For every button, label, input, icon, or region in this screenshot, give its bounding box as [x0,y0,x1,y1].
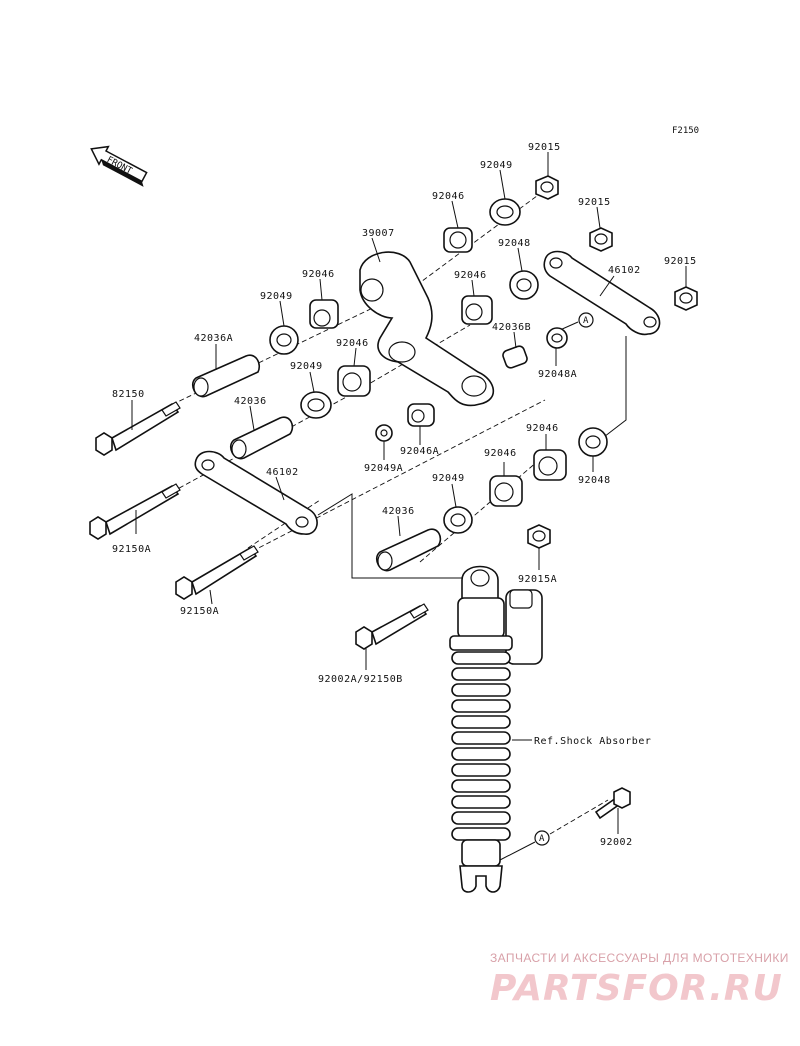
washer-92048-top [509,270,539,300]
label-82150: 82150 [112,389,145,400]
label-46102-right: 46102 [608,265,641,276]
label-92049-left: 92049 [260,291,293,302]
label-92046-right-lower: 92046 [526,423,559,434]
washer-92049-mid [300,391,332,419]
axis-upper-bolt [164,289,411,409]
axis-92002 [549,799,609,835]
sleeve-42036-lower [375,528,442,572]
bolt-92150A-upper [89,483,181,540]
nut-92015-top [535,175,559,200]
leader-lines [131,152,687,834]
label-92150A-upper: 92150A [112,544,151,555]
leader-marker-a-bottom [499,841,536,861]
bushing-92046A [407,403,435,427]
bolt-82150 [95,401,181,456]
label-42036-lower: 42036 [382,506,415,517]
label-92048-right: 92048 [578,475,611,486]
leader-marker-a-top [559,321,579,331]
watermark-logo: PARTSFOR.RU [490,968,783,1009]
label-42036-upper: 42036 [234,396,267,407]
label-92048A: 92048A [538,369,577,380]
label-92046-center: 92046 [454,270,487,281]
label-92049-bottom: 92049 [432,473,465,484]
label-92015-right: 92015 [664,256,697,267]
bushing-92046-lower [337,365,371,397]
axis-shock-top [419,454,546,563]
bushing-92046-top [443,227,473,253]
watermark: ЗАПЧАСТИ И АКСЕССУАРЫ ДЛЯ МОТОТЕХНИКИ PA… [490,951,789,1009]
label-92046A: 92046A [400,446,439,457]
svg-text:A: A [539,834,545,844]
bushing-92046-right-lower [533,449,567,481]
label-92049A: 92049A [364,463,403,474]
diagram-code: F2150 [672,126,699,136]
front-arrow-icon: FRONT [90,145,148,187]
link-46102-left [194,450,318,535]
label-ref-shock-absorber: Ref.Shock Absorber [534,736,651,747]
watermark-tagline: ЗАПЧАСТИ И АКСЕССУАРЫ ДЛЯ МОТОТЕХНИКИ [490,951,789,965]
shock-spring [451,651,511,841]
label-92015-mid: 92015 [578,197,611,208]
washer-92049-left [269,325,299,355]
washer-92049A [375,424,393,442]
leader-link-to-92048 [599,336,627,441]
washer-92048-right [578,427,608,457]
washer-92048A [546,327,568,349]
axis-upper-right [409,189,546,291]
label-92048-top: 92048 [498,238,531,249]
bolt-92002 [594,787,631,820]
collar-42036B [502,345,528,369]
marker-a-bottom: A [534,830,550,846]
bushing-92046-bottom [489,475,523,507]
label-92046-top: 92046 [432,191,465,202]
rocker-arm-39007 [359,251,495,407]
part-labels: 92015 92049 92015 92046 39007 92048 9201… [112,142,697,848]
bushing-92046-left [309,299,339,329]
label-92002A-92150B: 92002A/92150B [318,674,403,685]
label-92015A: 92015A [518,574,557,585]
axis-mid-right [349,324,471,396]
sleeve-42036-upper [229,416,294,460]
nut-92015-right [674,286,698,311]
label-46102-left: 46102 [266,467,299,478]
label-39007: 39007 [362,228,395,239]
label-92049-top: 92049 [480,160,513,171]
shock-absorber [449,565,543,893]
label-92002: 92002 [600,837,633,848]
label-92046-lower: 92046 [336,338,369,349]
leader-link-to-shock [317,493,462,579]
bolt-92150A-lower [175,545,259,600]
bolt-92002A-92150B [355,603,429,650]
sleeve-42036A [191,354,261,398]
label-92049-mid: 92049 [290,361,323,372]
label-92015-top: 92015 [528,142,561,153]
bushing-92046-center [461,295,493,325]
label-92046-left: 92046 [302,269,335,280]
label-92046-bottom: 92046 [484,448,517,459]
label-42036B: 42036B [492,322,531,333]
label-92150A-lower: 92150A [180,606,219,617]
marker-a-top: A [578,312,594,328]
nut-92015-mid [589,227,613,252]
label-42036A: 42036A [194,333,233,344]
nut-92015A [527,524,551,549]
washer-92049-bottom [443,506,473,534]
washer-92049-top [489,198,521,226]
svg-text:A: A [583,316,589,326]
